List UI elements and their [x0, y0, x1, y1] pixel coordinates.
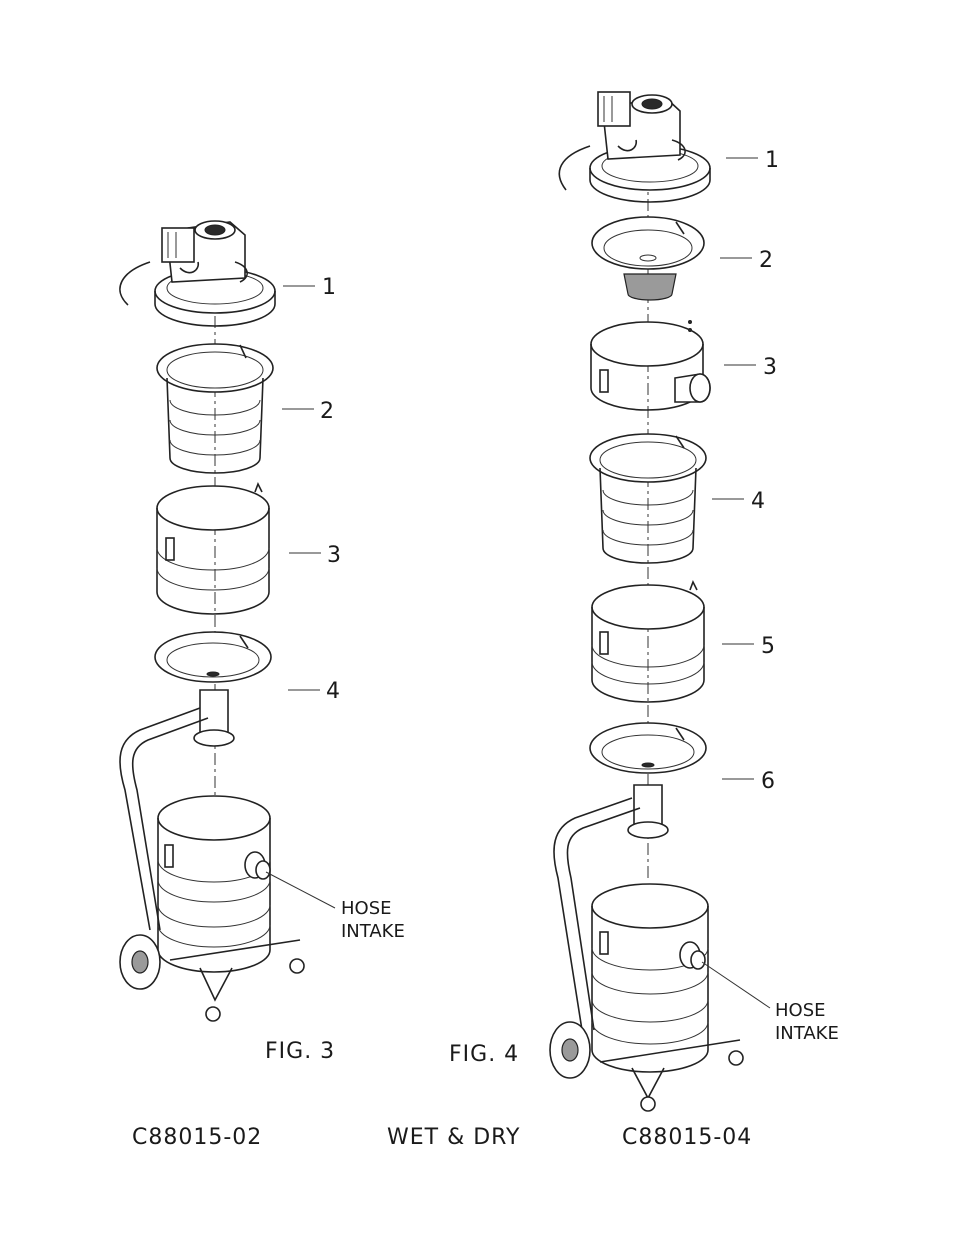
fig4-part-label-6: 6	[761, 769, 775, 794]
fig4-part-label-1: 1	[765, 148, 779, 173]
fig3-base-unit	[119, 707, 305, 1022]
fig3-hose-label-line2: INTAKE	[341, 921, 405, 942]
fig3-hose-leader	[265, 871, 336, 909]
footer-title: WET & DRY	[387, 1125, 521, 1150]
fig4-hose-label-line1: HOSE	[775, 1000, 826, 1021]
fig4-part-label-3: 3	[763, 355, 777, 380]
fig3-part-label-2: 2	[320, 399, 334, 424]
fig3-part4-diffuser	[154, 631, 272, 747]
fig3-part-label-4: 4	[326, 679, 340, 704]
fig4-part-label-2: 2	[759, 248, 773, 273]
fig4-hose-label-line2: INTAKE	[775, 1023, 839, 1044]
fig4-part2-filter-plate	[591, 216, 705, 301]
fig4-part-code: C88015-04	[622, 1125, 752, 1150]
fig3-assembly: 1 2 3 4 HOSE INTAKE FIG. 3 C88015-02	[119, 220, 405, 1150]
fig3-hose-label-line1: HOSE	[341, 898, 392, 919]
fig4-base-unit	[549, 797, 744, 1112]
fig4-part5-extension-drum	[591, 580, 705, 703]
fig3-part1-motor-head	[119, 220, 276, 327]
fig4-caption: FIG. 4	[449, 1042, 519, 1067]
fig4-hose-leader	[701, 961, 771, 1009]
fig4-part-label-4: 4	[751, 489, 765, 514]
fig4-part-label-5: 5	[761, 634, 775, 659]
fig4-part4-filter-cage	[589, 433, 707, 564]
fig4-part1-motor-head	[558, 91, 711, 203]
fig3-part3-extension-drum	[156, 482, 270, 615]
fig3-part-label-3: 3	[327, 543, 341, 568]
fig3-part-label-1: 1	[322, 275, 336, 300]
fig3-part2-filter-cage	[156, 343, 274, 474]
fig4-part6-diffuser	[589, 722, 707, 839]
fig3-caption: FIG. 3	[265, 1039, 335, 1064]
fig4-part3-outlet-drum	[590, 320, 711, 411]
fig3-part-code: C88015-02	[132, 1125, 262, 1150]
fig4-assembly: 1 2 3 4 5 6 HOSE INTAKE FIG. 4 C88015-04	[449, 91, 839, 1150]
